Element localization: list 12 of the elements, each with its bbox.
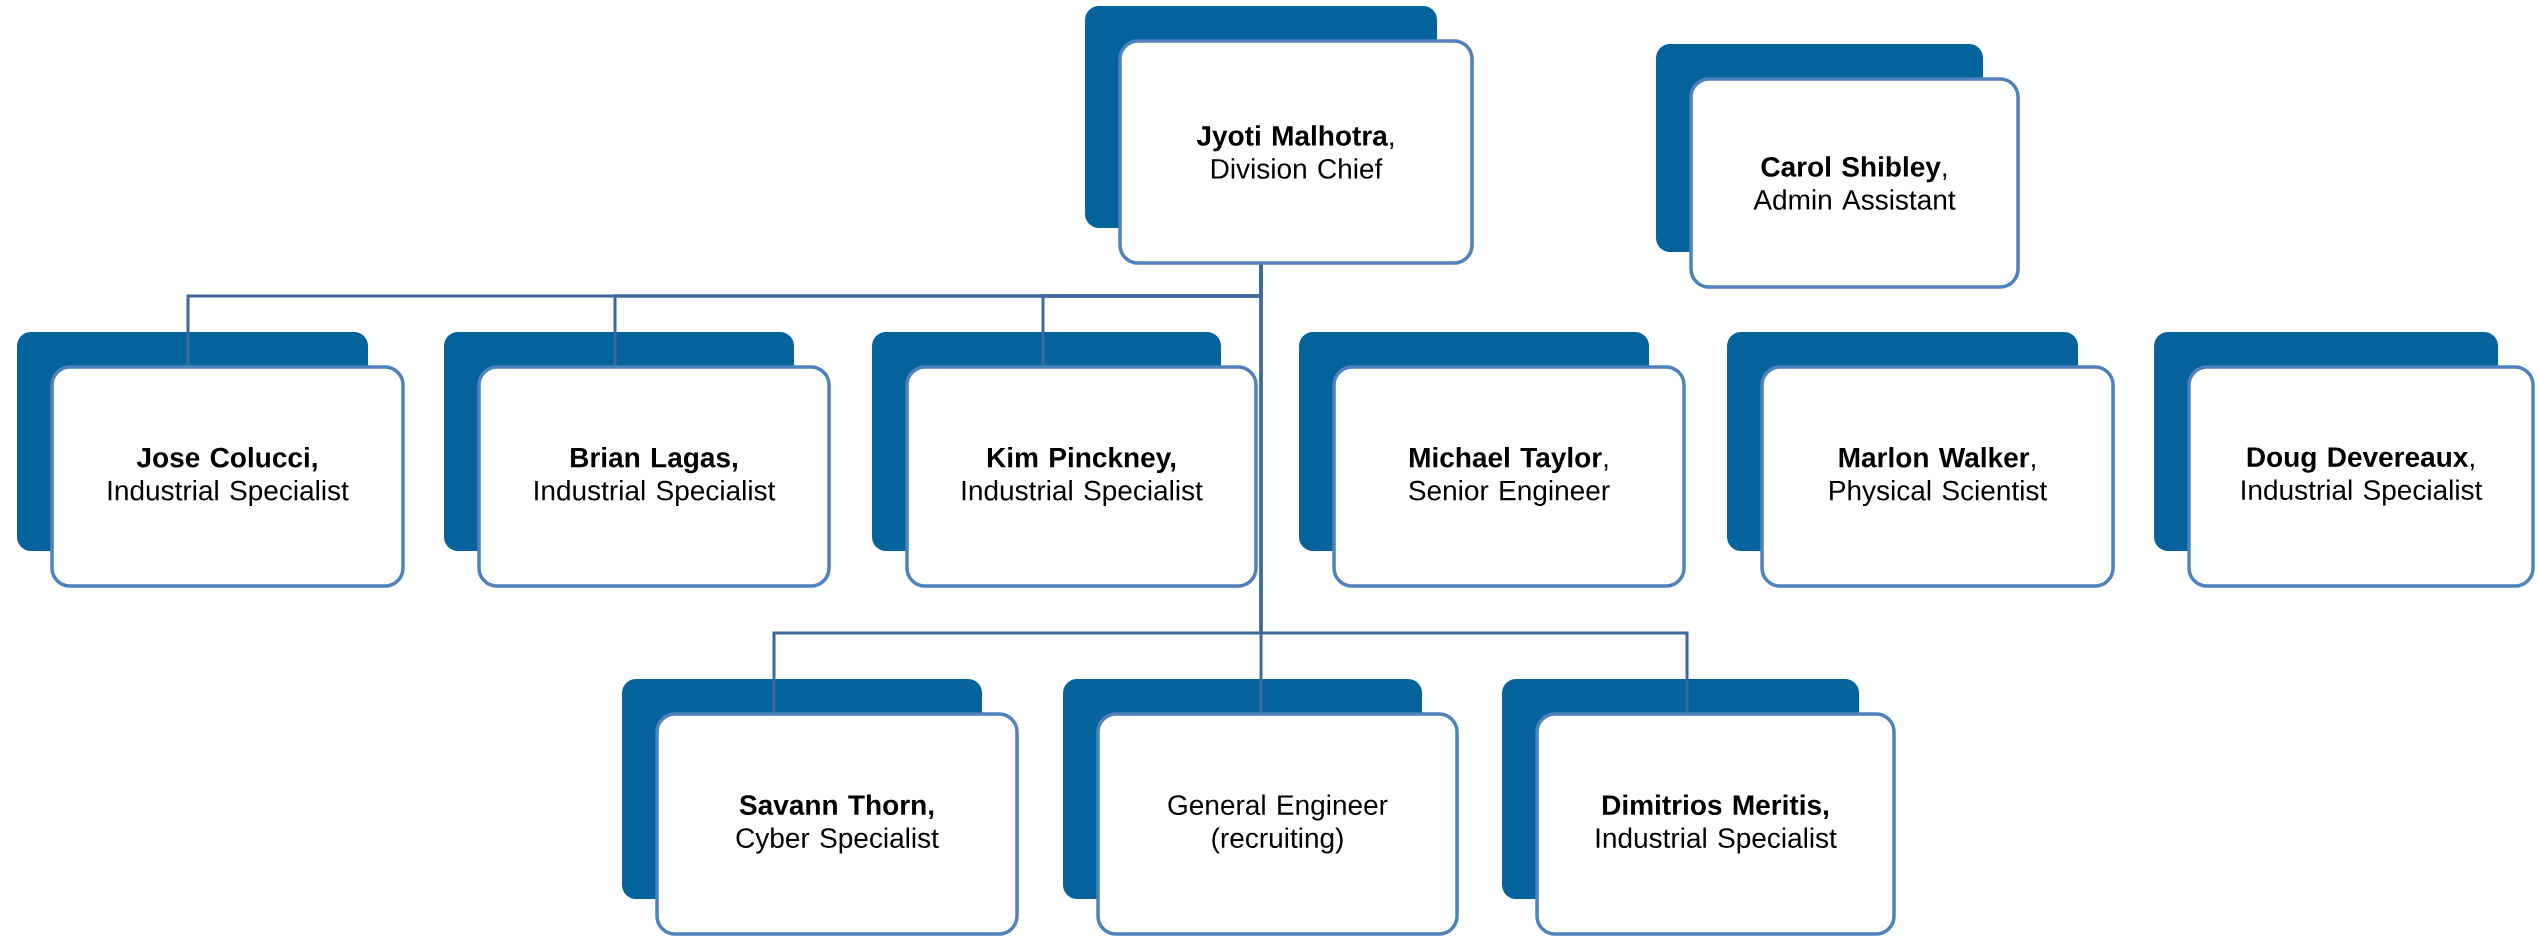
org-box: Michael Taylor, Senior Engineer (1299, 332, 1686, 588)
org-box: Carol Shibley, Admin Assistant (1656, 44, 2020, 289)
org-box: Jyoti Malhotra, Division Chief (1085, 6, 1474, 265)
org-box: Jose Colucci, Industrial Specialist (17, 332, 405, 588)
org-box: Doug Devereaux, Industrial Specialist (2154, 332, 2535, 588)
org-box: Kim Pinckney, Industrial Specialist (872, 332, 1258, 588)
org-box: General Engineer (recruiting) (1063, 679, 1459, 936)
org-box: Marlon Walker, Physical Scientist (1727, 332, 2115, 588)
org-box: Savann Thorn, Cyber Specialist (622, 679, 1019, 936)
org-box: Brian Lagas, Industrial Specialist (444, 332, 831, 588)
org-box: Dimitrios Meritis, Industrial Specialist (1502, 679, 1896, 936)
connector-line (1259, 264, 1689, 713)
